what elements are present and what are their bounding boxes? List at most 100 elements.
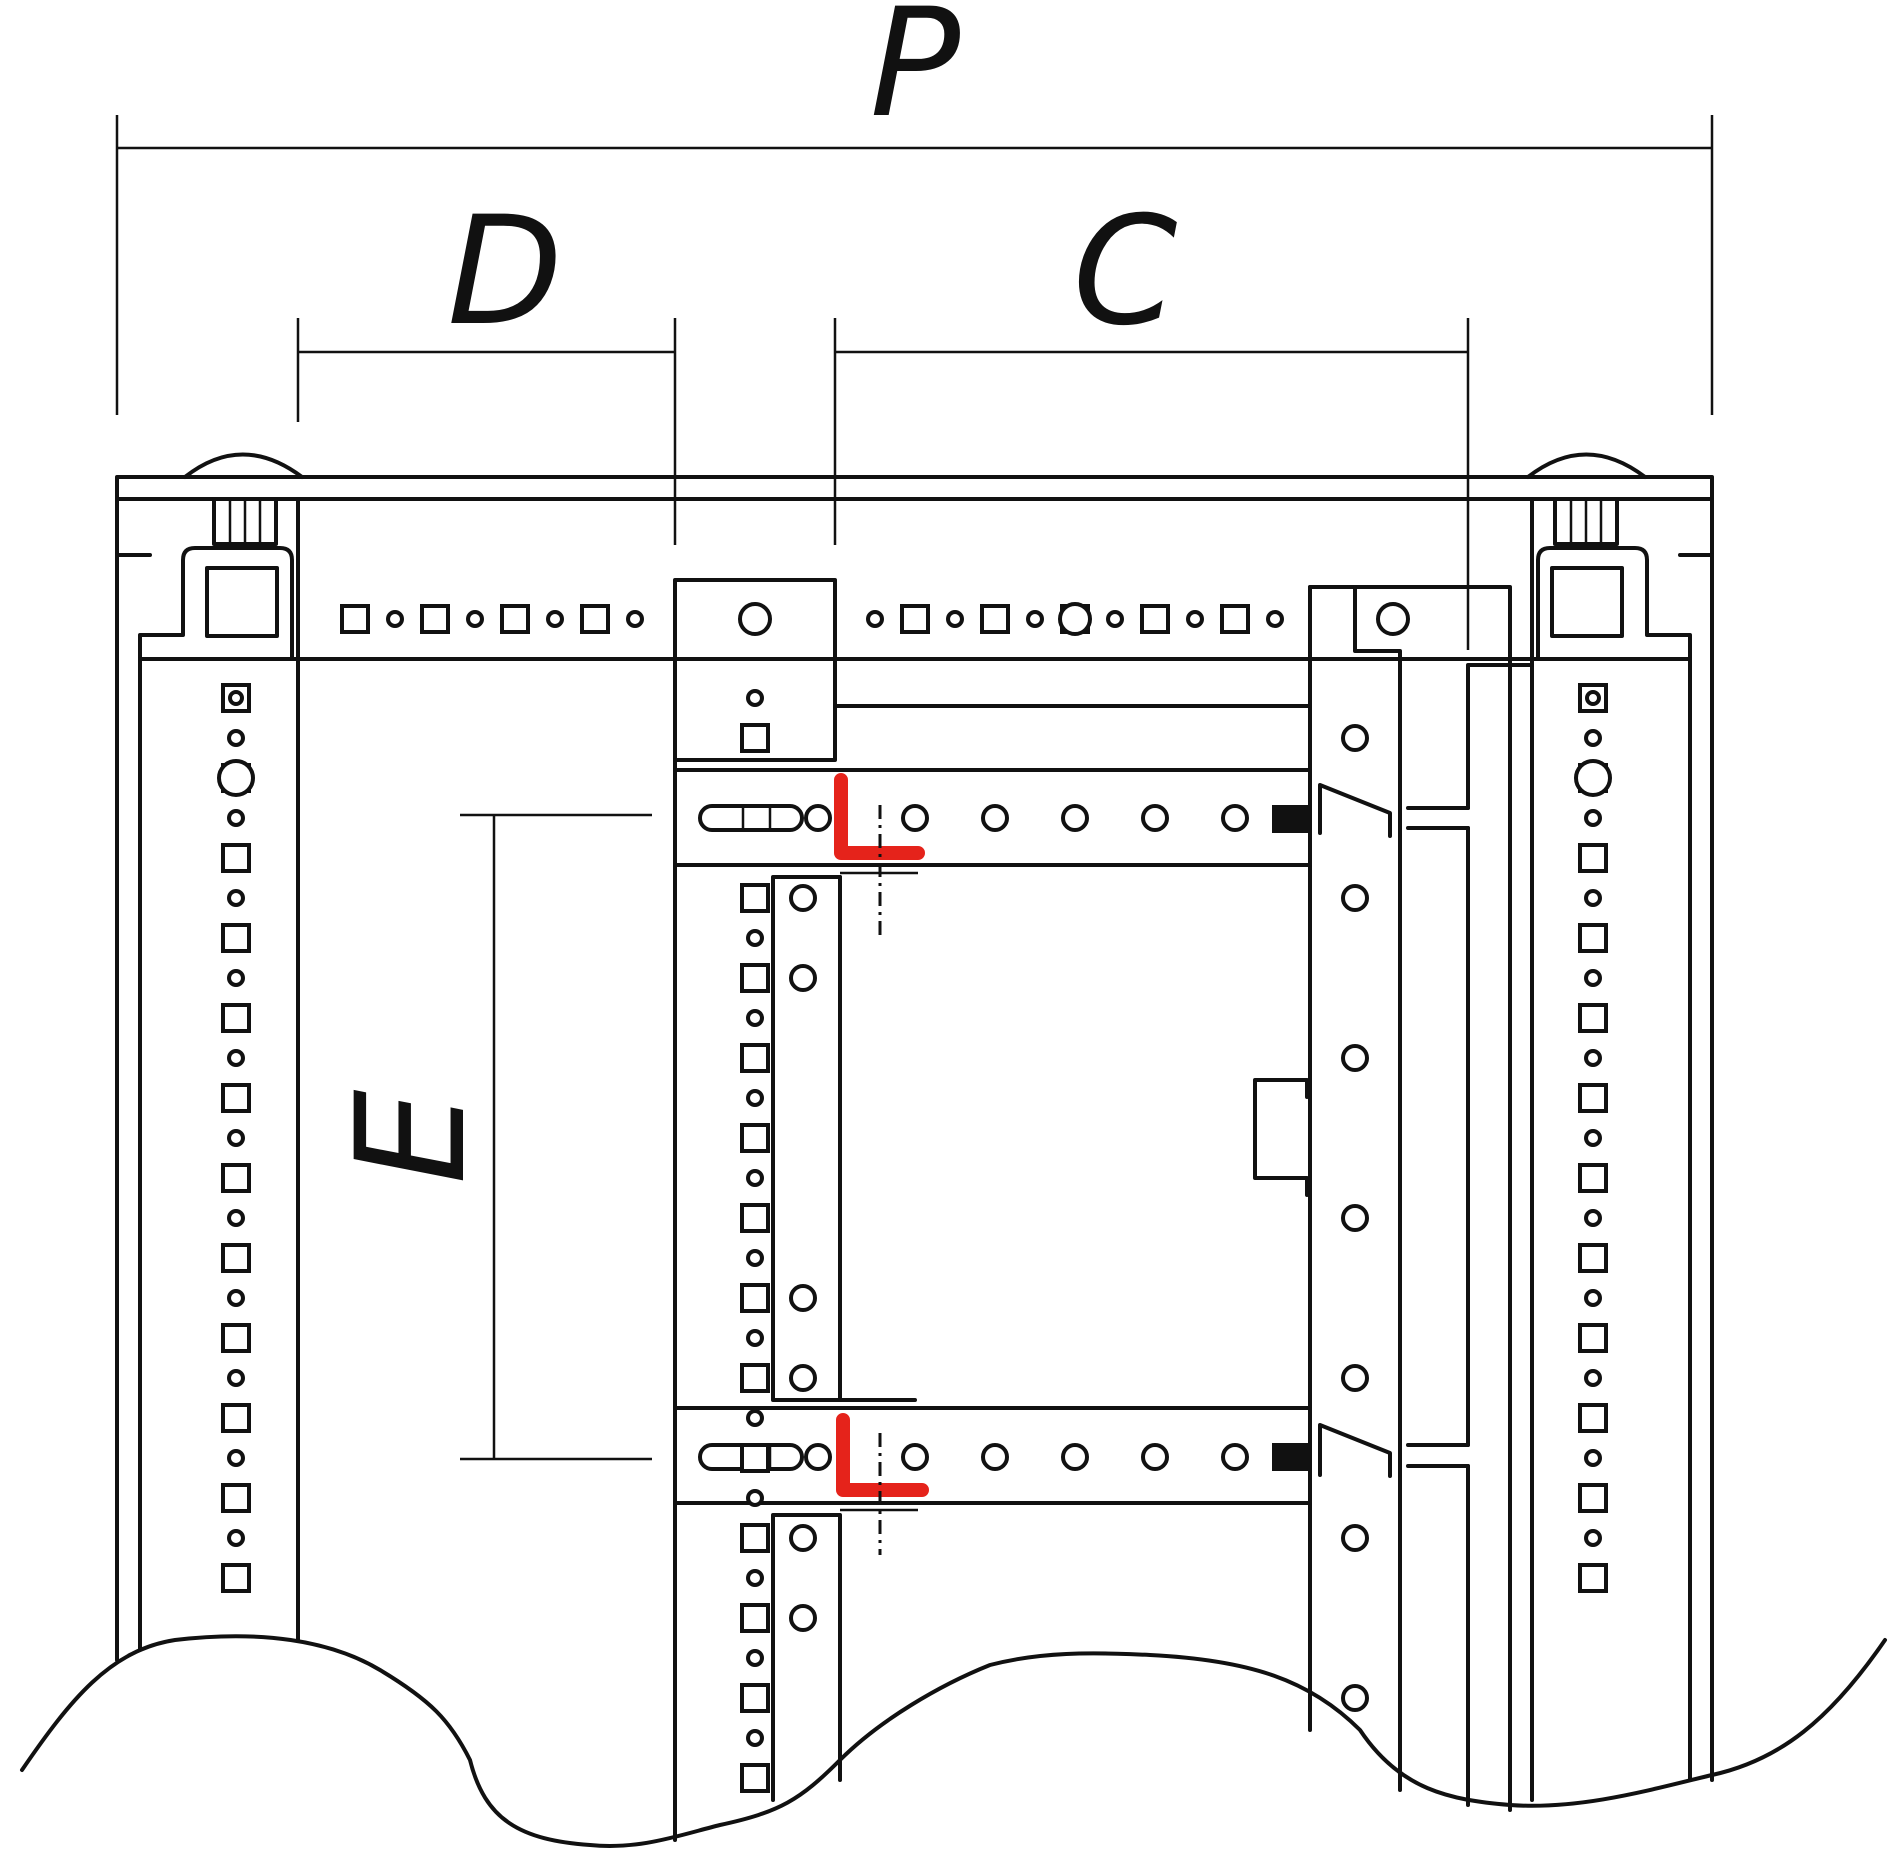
post-square-hole bbox=[1578, 1483, 1608, 1513]
bracket-round-hole bbox=[746, 1489, 764, 1507]
post-square-hole bbox=[1578, 1243, 1608, 1273]
bracket-hole bbox=[1341, 1364, 1369, 1392]
post-square-hole bbox=[1578, 1323, 1608, 1353]
bracket-square-hole bbox=[740, 1443, 770, 1473]
bracket-square-hole bbox=[740, 1283, 770, 1313]
post-round-hole bbox=[228, 690, 244, 706]
crossbar-round-hole bbox=[1266, 610, 1284, 628]
post-round-hole bbox=[1584, 1209, 1602, 1227]
crossbar-square-hole bbox=[1220, 604, 1250, 634]
rail-hole bbox=[1141, 804, 1169, 832]
crossbar-round-hole bbox=[546, 610, 564, 628]
rail-hole bbox=[804, 1443, 832, 1471]
bracket-square-hole bbox=[740, 1123, 770, 1153]
crossbar-square-hole bbox=[900, 604, 930, 634]
rail-hole bbox=[901, 1443, 929, 1471]
post-square-hole bbox=[221, 1563, 251, 1593]
bracket-hole bbox=[789, 1284, 817, 1312]
post-square-hole bbox=[221, 843, 251, 873]
rail-hole bbox=[901, 804, 929, 832]
bracket-square-hole bbox=[740, 1763, 770, 1793]
bracket-hole bbox=[1341, 1684, 1369, 1712]
bracket-hole bbox=[789, 964, 817, 992]
bracket-round-hole bbox=[746, 1089, 764, 1107]
crossbar-round-hole bbox=[1026, 610, 1044, 628]
bracket-hole bbox=[1341, 1524, 1369, 1552]
rail-hole bbox=[1061, 1443, 1089, 1471]
post-square-hole bbox=[1578, 923, 1608, 953]
post-round-hole bbox=[1584, 1049, 1602, 1067]
dimension-e: E bbox=[325, 813, 652, 1461]
crossbar-square-hole bbox=[500, 604, 530, 634]
bracket-square-hole bbox=[740, 1603, 770, 1633]
post-square-hole bbox=[221, 1083, 251, 1113]
post-round-hole bbox=[1584, 809, 1602, 827]
post-square-hole bbox=[221, 1323, 251, 1353]
bracket-round-hole bbox=[746, 1169, 764, 1187]
post-square-hole bbox=[1578, 1083, 1608, 1113]
bracket-round-hole bbox=[746, 1329, 764, 1347]
crossbar-round-hole bbox=[1186, 610, 1204, 628]
bracket-square-hole bbox=[740, 723, 770, 753]
post-round-hole bbox=[1584, 1529, 1602, 1547]
bracket-hole bbox=[738, 602, 772, 636]
post-square-hole bbox=[221, 1243, 251, 1273]
post-square-hole bbox=[221, 1403, 251, 1433]
post-round-hole bbox=[227, 889, 245, 907]
crossbar-round-hole bbox=[946, 610, 964, 628]
post-square-hole bbox=[1578, 1163, 1608, 1193]
bracket-round-hole bbox=[746, 1729, 764, 1747]
post-round-hole bbox=[227, 1049, 245, 1067]
crossbar-round-hole bbox=[386, 610, 404, 628]
bracket-round-hole bbox=[746, 1249, 764, 1267]
bracket-hole bbox=[1341, 884, 1369, 912]
post-square-hole bbox=[1578, 1003, 1608, 1033]
crossbar-square-hole bbox=[340, 604, 370, 634]
bracket-round-hole bbox=[746, 1009, 764, 1027]
post-square-hole bbox=[1578, 683, 1608, 713]
bracket-square-hole bbox=[740, 1523, 770, 1553]
post-round-hole bbox=[227, 1129, 245, 1147]
rail-hole bbox=[981, 804, 1009, 832]
right-outer-post bbox=[1530, 497, 1714, 1802]
rail-hole bbox=[981, 1443, 1009, 1471]
post-square-hole bbox=[221, 1003, 251, 1033]
post-round-hole bbox=[1584, 729, 1602, 747]
post-round-hole bbox=[227, 1529, 245, 1547]
bracket-square-hole bbox=[740, 963, 770, 993]
post-round-hole bbox=[227, 729, 245, 747]
left-outer-post bbox=[115, 497, 300, 1662]
bracket-hole bbox=[789, 1364, 817, 1392]
rail-hole bbox=[1141, 1443, 1169, 1471]
crossbar-large-hole bbox=[1058, 602, 1092, 636]
bracket-hole bbox=[1341, 1044, 1369, 1072]
post-round-hole bbox=[227, 1289, 245, 1307]
rail-hole bbox=[804, 804, 832, 832]
post-square-hole bbox=[1578, 843, 1608, 873]
crossbar-round-hole bbox=[626, 610, 644, 628]
crossbar-square-hole bbox=[1140, 604, 1170, 634]
rail-hole bbox=[1061, 804, 1089, 832]
dimension-c: C bbox=[833, 185, 1470, 650]
post-square-hole bbox=[221, 1483, 251, 1513]
post-round-hole bbox=[1584, 1289, 1602, 1307]
upper-l-marker: L bbox=[834, 773, 925, 935]
crossbar-square-hole bbox=[980, 604, 1010, 634]
post-square-hole bbox=[221, 923, 251, 953]
dimension-label-p: P bbox=[870, 0, 961, 151]
bracket-round-hole bbox=[746, 1649, 764, 1667]
dimension-label-e: E bbox=[325, 1089, 499, 1184]
post-round-hole bbox=[227, 1369, 245, 1387]
break-line bbox=[20, 1634, 1887, 1848]
crossbar-round-hole bbox=[466, 610, 484, 628]
post-round-hole bbox=[1585, 690, 1601, 706]
post-round-hole bbox=[1584, 969, 1602, 987]
dimension-label-c: C bbox=[1073, 185, 1178, 359]
post-large-hole bbox=[217, 759, 255, 797]
crossbar-round-hole bbox=[866, 610, 884, 628]
post-round-hole bbox=[1584, 1449, 1602, 1467]
bracket-hole bbox=[1376, 602, 1410, 636]
mounting-holes bbox=[217, 602, 1612, 1793]
bracket-square-hole bbox=[740, 883, 770, 913]
